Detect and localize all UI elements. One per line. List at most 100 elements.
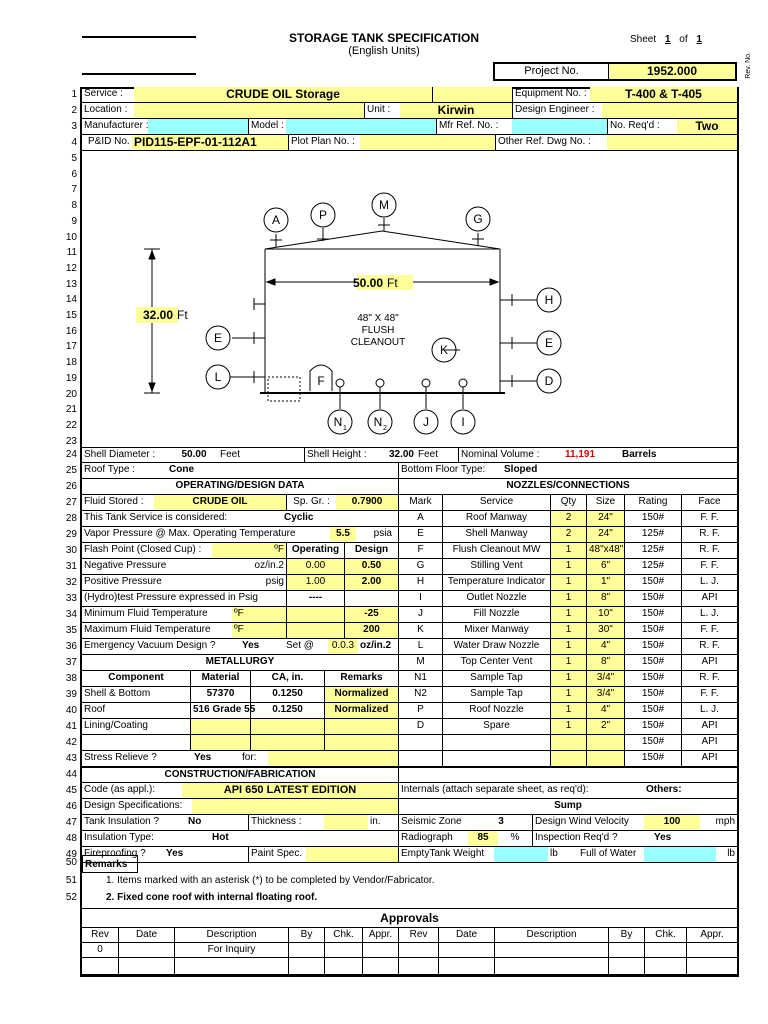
vapor-pressure-value[interactable]: 5.5 (330, 527, 356, 543)
nozzle-cell[interactable]: E (398, 527, 442, 543)
approvals-empty-cell[interactable] (644, 958, 686, 975)
nozzle-cell[interactable]: 30" (586, 623, 624, 639)
nozzle-cell[interactable]: 150# (624, 639, 681, 655)
approvals-empty-cell[interactable] (438, 958, 494, 975)
roof-type-value[interactable]: Cone (167, 463, 398, 479)
positive-pressure-design[interactable]: 2.00 (344, 575, 398, 591)
location-field[interactable] (134, 103, 364, 119)
negative-pressure-operating[interactable]: 0.00 (286, 559, 344, 575)
approvals-cell[interactable] (288, 943, 324, 958)
nozzle-cell[interactable]: Spare (442, 719, 550, 735)
metallurgy-cell[interactable] (324, 735, 398, 751)
nozzle-cell[interactable]: F. F. (681, 559, 737, 575)
nozzle-cell[interactable]: 8" (586, 655, 624, 671)
approvals-cell[interactable] (324, 943, 362, 958)
nozzle-cell[interactable]: 150# (624, 623, 681, 639)
nozzle-cell[interactable] (442, 735, 550, 751)
approvals-cell[interactable] (438, 943, 494, 958)
nozzle-cell[interactable]: 150# (624, 607, 681, 623)
full-water-field[interactable] (644, 847, 716, 863)
nozzle-cell[interactable]: Mixer Manway (442, 623, 550, 639)
nozzle-cell[interactable]: L. J. (681, 575, 737, 591)
approvals-empty-cell[interactable] (82, 958, 118, 975)
hydrotest-design[interactable] (344, 591, 398, 607)
nozzle-cell[interactable]: R. F. (681, 639, 737, 655)
paint-spec-field[interactable] (306, 847, 398, 863)
metallurgy-cell[interactable]: 0.1250 (250, 687, 324, 703)
nozzle-cell[interactable]: 3/4" (586, 671, 624, 687)
negative-pressure-design[interactable]: 0.50 (344, 559, 398, 575)
wind-velocity-value[interactable]: 100 (644, 815, 700, 831)
approvals-empty-cell[interactable] (494, 958, 608, 975)
nozzle-cell[interactable]: 4" (586, 703, 624, 719)
nozzle-cell[interactable]: 10" (586, 607, 624, 623)
min-temp-design[interactable]: -25 (344, 607, 398, 623)
nozzle-cell[interactable]: 125# (624, 543, 681, 559)
nozzle-cell[interactable]: 125# (624, 527, 681, 543)
nozzle-cell[interactable]: L. J. (681, 607, 737, 623)
nozzle-cell[interactable]: 125# (624, 559, 681, 575)
nozzle-cell[interactable]: 150# (624, 575, 681, 591)
nominal-volume-value[interactable]: 11,191 (550, 447, 610, 463)
nozzle-cell[interactable]: Water Draw Nozzle (442, 639, 550, 655)
tank-service-value[interactable]: Cyclic (282, 511, 398, 527)
metallurgy-cell[interactable]: Normalized (324, 687, 398, 703)
nozzle-cell[interactable]: Top Center Vent (442, 655, 550, 671)
nozzle-cell[interactable] (398, 735, 442, 751)
shell-height-value[interactable]: 32.00 (384, 447, 416, 463)
service-field[interactable]: CRUDE OIL Storage (134, 87, 432, 103)
nozzle-cell[interactable]: 1 (550, 623, 586, 639)
nozzle-cell[interactable]: 1 (550, 687, 586, 703)
nozzle-cell[interactable]: 3/4" (586, 687, 624, 703)
nozzle-cell[interactable]: F. F. (681, 687, 737, 703)
unit-field[interactable]: Kirwin (400, 103, 512, 119)
nozzle-cell[interactable]: 4" (586, 639, 624, 655)
nozzle-cell[interactable]: Sample Tap (442, 687, 550, 703)
nozzle-cell[interactable]: 24" (586, 527, 624, 543)
approvals-empty-cell[interactable] (686, 958, 737, 975)
insulation-value[interactable]: No (186, 815, 248, 831)
metallurgy-cell[interactable] (250, 719, 324, 735)
fluid-stored-value[interactable]: CRUDE OIL (154, 495, 286, 511)
manufacturer-field[interactable] (148, 119, 248, 135)
approvals-cell[interactable] (398, 943, 438, 958)
empty-weight-field[interactable] (494, 847, 548, 863)
min-temp-operating[interactable] (286, 607, 344, 623)
nozzle-cell[interactable]: D (398, 719, 442, 735)
nozzle-cell[interactable]: 1" (586, 575, 624, 591)
nozzle-cell[interactable] (550, 751, 586, 767)
height-value[interactable]: 32.00 (143, 308, 173, 322)
nozzle-cell[interactable]: Stilling Vent (442, 559, 550, 575)
metallurgy-cell[interactable] (324, 719, 398, 735)
approvals-cell[interactable] (118, 943, 174, 958)
metallurgy-cell[interactable] (250, 735, 324, 751)
nozzle-cell[interactable]: 150# (624, 511, 681, 527)
nozzle-cell[interactable]: J (398, 607, 442, 623)
nozzle-cell[interactable]: 24" (586, 511, 624, 527)
approvals-cell[interactable] (494, 943, 608, 958)
metallurgy-cell[interactable]: Normalized (324, 703, 398, 719)
hydrotest-value[interactable]: ---- (286, 591, 344, 607)
nozzle-cell[interactable]: Temperature Indicator (442, 575, 550, 591)
mfr-ref-field[interactable] (512, 119, 607, 135)
nozzle-cell[interactable]: 1 (550, 719, 586, 735)
metallurgy-cell[interactable]: 0.1250 (250, 703, 324, 719)
nozzle-cell[interactable]: Shell Manway (442, 527, 550, 543)
approvals-empty-cell[interactable] (362, 958, 398, 975)
approvals-empty-cell[interactable] (324, 958, 362, 975)
nozzle-cell[interactable]: I (398, 591, 442, 607)
metallurgy-cell[interactable]: Lining/Coating (82, 719, 190, 735)
nozzle-cell[interactable]: Sample Tap (442, 671, 550, 687)
nozzle-cell[interactable]: 1 (550, 703, 586, 719)
approvals-cell[interactable]: 0 (82, 943, 118, 958)
no-reqd-field[interactable]: Two (677, 119, 737, 135)
nozzle-cell[interactable]: N1 (398, 671, 442, 687)
nozzle-cell[interactable]: 1 (550, 639, 586, 655)
max-temp-design[interactable]: 200 (344, 623, 398, 639)
width-value[interactable]: 50.00 (353, 276, 383, 290)
stress-for-field[interactable] (268, 751, 398, 767)
nozzle-cell[interactable]: 2" (586, 719, 624, 735)
nozzle-cell[interactable]: 1 (550, 543, 586, 559)
approvals-cell[interactable]: For Inquiry (174, 943, 288, 958)
nozzle-cell[interactable]: 150# (624, 655, 681, 671)
